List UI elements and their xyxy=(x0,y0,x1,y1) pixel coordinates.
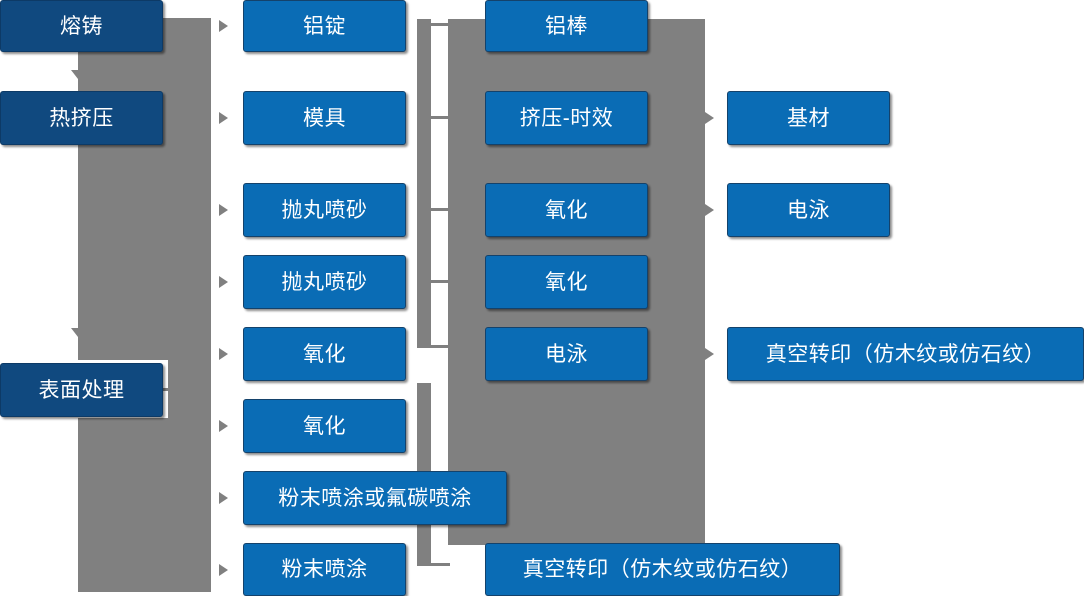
col2-shotblast-2[interactable]: 抛丸喷砂 xyxy=(243,255,406,309)
col2-oxidation-2[interactable]: 氧化 xyxy=(243,399,406,453)
col4-electro[interactable]: 电泳 xyxy=(727,183,890,237)
arrow-right-icon-to-vacuum-print xyxy=(705,348,714,360)
arrow-right-icon-to-oxidation-2 xyxy=(219,420,228,432)
col2-mold[interactable]: 模具 xyxy=(243,91,406,145)
connector-surface-treat-to-trunk xyxy=(163,388,211,391)
arrow-right-icon-to-oxidation-1 xyxy=(219,348,228,360)
arrow-right-icon-to-powder xyxy=(219,564,228,576)
col3-electro-label: 电泳 xyxy=(545,342,588,366)
col3-vacuum-print-label: 真空转印（仿木纹或仿石纹） xyxy=(522,558,803,581)
col4-vacuum-print-label: 真空转印（仿木纹或仿石纹） xyxy=(765,342,1046,366)
stage-melt-cast-label: 熔铸 xyxy=(60,14,103,38)
col3-oxidation-1[interactable]: 氧化 xyxy=(485,183,648,237)
col3-extrude-age-label: 挤压-时效 xyxy=(519,106,614,130)
rung-electro xyxy=(431,345,450,348)
stage-hot-extrude[interactable]: 热挤压 xyxy=(0,91,163,145)
col2-ingot[interactable]: 铝锭 xyxy=(243,0,406,52)
stage-hot-extrude-label: 热挤压 xyxy=(49,106,114,130)
col3-oxidation-2-label: 氧化 xyxy=(545,270,588,294)
col3-oxidation-2[interactable]: 氧化 xyxy=(485,255,648,309)
col2-shotblast-1[interactable]: 抛丸喷砂 xyxy=(243,183,406,237)
rung-oxidation-1 xyxy=(431,208,450,211)
col2-powder[interactable]: 粉末喷涂 xyxy=(243,543,406,596)
stage-surface-treat[interactable]: 表面处理 xyxy=(0,363,163,417)
col4-substrate[interactable]: 基材 xyxy=(727,91,890,145)
col3-alu-bar[interactable]: 铝棒 xyxy=(485,0,648,52)
arrow-right-icon-to-powder-pvdf xyxy=(219,492,228,504)
rung-oxidation-2 xyxy=(431,280,450,283)
col2-mold-label: 模具 xyxy=(303,106,346,130)
rung-extrude-age xyxy=(431,116,450,119)
arrow-right-icon-to-shotblast-2 xyxy=(219,276,228,288)
col2-powder-or-pvdf-label: 粉末喷涂或氟碳喷涂 xyxy=(278,486,472,510)
rung-alu-bar xyxy=(431,23,450,26)
bracket-connector-left-stem xyxy=(163,18,211,592)
col4-electro-label: 电泳 xyxy=(787,198,830,222)
col2-oxidation-1[interactable]: 氧化 xyxy=(243,327,406,381)
col4-substrate-label: 基材 xyxy=(787,106,830,130)
stage-melt-cast[interactable]: 熔铸 xyxy=(0,0,163,52)
arrow-right-icon-to-mold xyxy=(219,112,228,124)
col2-powder-or-pvdf[interactable]: 粉末喷涂或氟碳喷涂 xyxy=(243,471,507,525)
col2-shotblast-1-label: 抛丸喷砂 xyxy=(281,198,368,222)
stage-surface-treat-label: 表面处理 xyxy=(38,378,125,402)
col3-alu-bar-label: 铝棒 xyxy=(545,14,588,38)
rung-vacuum-print xyxy=(431,563,450,566)
col2-powder-label: 粉末喷涂 xyxy=(281,558,368,581)
col3-oxidation-1-label: 氧化 xyxy=(545,198,588,222)
arrow-right-icon-to-electro-out xyxy=(705,204,714,216)
arrow-right-icon-to-substrate xyxy=(705,112,714,124)
col4-vacuum-print[interactable]: 真空转印（仿木纹或仿石纹） xyxy=(727,327,1084,381)
col2-ingot-label: 铝锭 xyxy=(303,14,346,38)
arrow-right-icon-to-shotblast-1 xyxy=(219,204,228,216)
col3-vacuum-print[interactable]: 真空转印（仿木纹或仿石纹） xyxy=(485,543,840,596)
col2-oxidation-2-label: 氧化 xyxy=(303,414,346,438)
bracket-connector-mid-bar-a xyxy=(417,19,431,348)
arrow-down-icon-extrude-to-surface xyxy=(71,328,85,337)
col2-shotblast-2-label: 抛丸喷砂 xyxy=(281,270,368,294)
col2-oxidation-1-label: 氧化 xyxy=(303,342,346,366)
col3-electro[interactable]: 电泳 xyxy=(485,327,648,381)
col3-extrude-age[interactable]: 挤压-时效 xyxy=(485,91,648,145)
arrow-right-icon-to-ingot xyxy=(219,20,228,32)
arrow-down-icon-melt-to-extrude xyxy=(71,70,85,79)
